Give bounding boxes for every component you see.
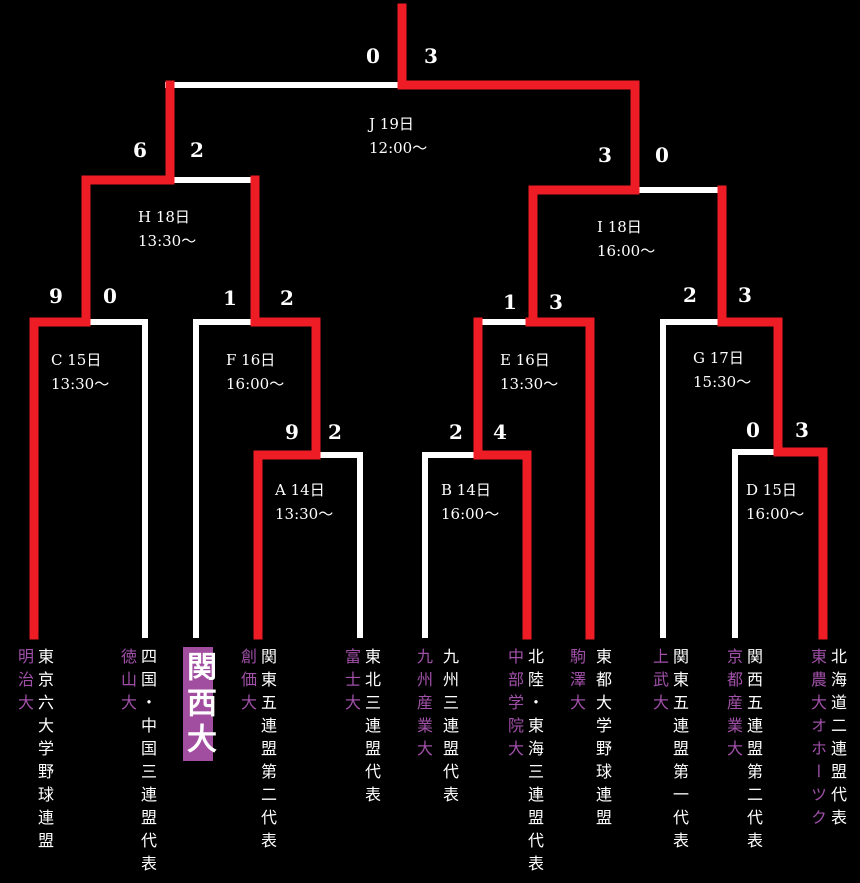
match-time: 16:00～ [226,375,285,393]
match-d-label: D 15日 16:00～ [746,478,804,526]
university-name: 創価大 [238,648,257,717]
team-tokyo-nodai-okhotsk: 東農大オホーツク北海道二連盟代表 [808,648,847,832]
team-soka: 創価大関東五連盟第二代表 [238,648,277,855]
match-day: C 15日 [51,351,102,369]
match-time: 13:30～ [51,375,110,393]
match-time: 16:00～ [597,242,656,260]
university-name: 駒澤大 [567,648,586,717]
score-d-right: 3 [795,418,809,442]
team-tokuyama: 徳山大四国・中国三連盟代表 [118,648,157,878]
score-d-left: 0 [746,418,760,442]
university-name: 上武大 [650,648,669,717]
losing-lines [85,82,783,638]
score-f-right: 2 [280,286,294,310]
score-b-right: 4 [493,420,507,444]
score-i-right: 0 [655,143,669,167]
university-name: 富士大 [342,648,361,717]
score-h-right: 2 [190,138,204,162]
match-time: 13:30～ [138,232,197,250]
university-name: 中部学院大 [505,648,524,763]
match-time: 13:30～ [275,505,334,523]
university-name: 京都産業大 [724,648,743,763]
score-a-right: 2 [328,420,342,444]
match-time: 16:00～ [441,505,500,523]
score-j-left: 0 [366,44,380,68]
league-name: 東京六大学野球連盟 [35,648,54,855]
university-name: 東農大オホーツク [808,648,827,832]
university-name: 関西大 [181,647,216,761]
match-day: B 14日 [441,481,491,499]
team-chubu-gakuin: 中部学院大北陸・東海三連盟代表 [505,648,544,878]
team-jobu: 上武大関東五連盟第一代表 [650,648,689,855]
team-kyushu-sangyo: 九州産業大九州三連盟代表 [414,648,459,809]
university-name: 明治大 [15,648,34,717]
league-name: 関東五連盟第一代表 [670,648,689,855]
match-time: 13:30～ [500,375,559,393]
score-e-right: 3 [549,290,563,314]
league-name: 東都大学野球連盟 [593,648,612,832]
match-c-label: C 15日 13:30～ [51,348,109,396]
match-day: J 19日 [369,115,414,133]
score-h-left: 6 [133,138,147,162]
university-name: 徳山大 [118,648,137,717]
score-e-left: 1 [503,290,517,314]
league-name: 北海道二連盟代表 [828,648,847,832]
match-day: G 17日 [693,349,744,367]
score-g-right: 3 [738,283,752,307]
match-day: F 16日 [226,351,276,369]
team-komazawa: 駒澤大東都大学野球連盟 [567,648,612,832]
match-e-label: E 16日 13:30～ [500,348,558,396]
team-meiji: 明治大東京六大学野球連盟 [15,648,54,855]
score-a-left: 9 [285,420,299,444]
team-fuji: 富士大東北三連盟代表 [342,648,381,809]
match-b-label: B 14日 16:00～ [441,478,499,526]
match-day: E 16日 [500,351,550,369]
match-time: 16:00～ [746,505,805,523]
match-h-label: H 18日 13:30～ [138,205,196,253]
score-c-right: 0 [103,284,117,308]
team-kyoto-sangyo: 京都産業大関西五連盟第二代表 [724,648,763,855]
score-c-left: 9 [49,284,63,308]
score-b-left: 2 [449,420,463,444]
match-day: A 14日 [275,481,325,499]
score-i-left: 3 [598,143,612,167]
match-day: D 15日 [746,481,797,499]
league-name: 九州三連盟代表 [440,648,459,809]
match-f-label: F 16日 16:00～ [226,348,284,396]
match-a-label: A 14日 13:30～ [275,478,333,526]
score-j-right: 3 [424,44,438,68]
match-day: I 18日 [597,218,642,236]
match-time: 12:00～ [369,139,428,157]
team-kansai-highlight: 関西大 [181,647,216,761]
university-name: 九州産業大 [414,648,433,763]
league-name: 北陸・東海三連盟代表 [525,648,544,878]
match-time: 15:30～ [693,373,752,391]
score-g-left: 2 [683,283,697,307]
league-name: 関西五連盟第二代表 [744,648,763,855]
league-name: 関東五連盟第二代表 [258,648,277,855]
score-f-left: 1 [223,286,237,310]
match-j-label: J 19日 12:00～ [369,112,427,160]
winning-lines [29,3,828,640]
match-g-label: G 17日 15:30～ [693,346,751,394]
match-i-label: I 18日 16:00～ [597,215,655,263]
match-day: H 18日 [138,208,190,226]
league-name: 四国・中国三連盟代表 [138,648,157,878]
league-name: 東北三連盟代表 [362,648,381,809]
